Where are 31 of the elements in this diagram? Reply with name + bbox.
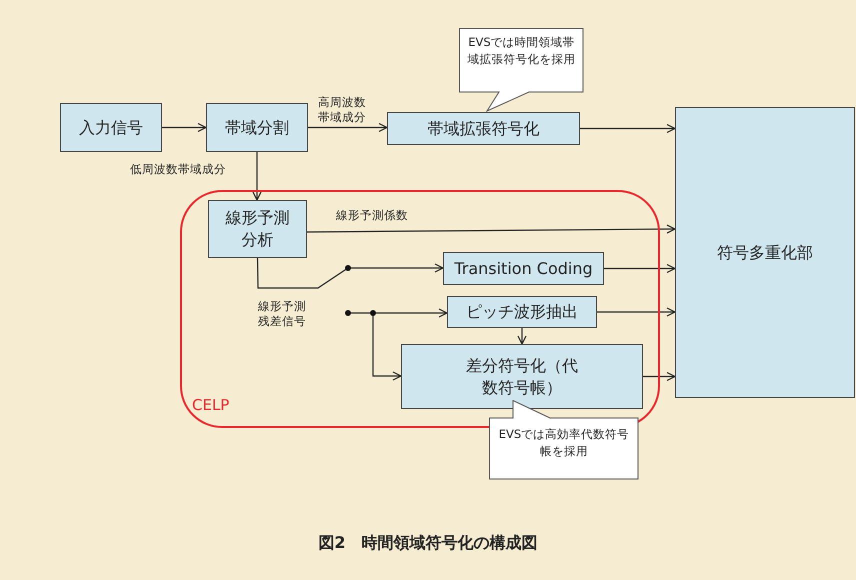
callout-bubble: [489, 400, 639, 480]
arrow: [308, 122, 388, 132]
process-box: ピッチ波形抽出: [447, 296, 597, 328]
edge-label: 低周波数帯域成分: [130, 162, 226, 177]
callout-text: EVSでは高効率代数符号帳を採用: [498, 426, 630, 460]
process-box: 帯域拡張符号化: [387, 112, 580, 145]
arrow: [162, 122, 207, 132]
arrow: [348, 308, 448, 318]
process-box: 帯域分割: [206, 103, 308, 152]
arrow: [307, 224, 676, 234]
process-box: 差分符号化（代数符号帳）: [401, 344, 643, 409]
process-box: 線形予測分析: [208, 200, 307, 258]
process-box: 符号多重化部: [675, 107, 855, 398]
arrow: [597, 307, 676, 317]
process-box: 入力信号: [60, 103, 162, 152]
arrow: [252, 152, 262, 201]
arrow: [256, 258, 444, 289]
edge-label: 線形予測係数: [336, 208, 408, 223]
process-box: Transition Coding: [443, 252, 604, 285]
arrow: [643, 372, 676, 382]
arrow: [580, 124, 676, 134]
group-frame: [180, 190, 660, 428]
group-label: CELP: [192, 396, 230, 414]
edge-label: 線形予測残差信号: [258, 299, 306, 329]
arrow: [372, 313, 402, 381]
arrow: [604, 264, 676, 274]
arrow: [517, 328, 527, 345]
edge-label: 高周波数帯域成分: [318, 95, 366, 125]
callout-text: EVSでは時間領域帯域拡張符号化を採用: [467, 34, 576, 68]
callout-bubble: [459, 28, 584, 112]
caption: 図2 時間領域符号化の構成図: [318, 533, 538, 552]
